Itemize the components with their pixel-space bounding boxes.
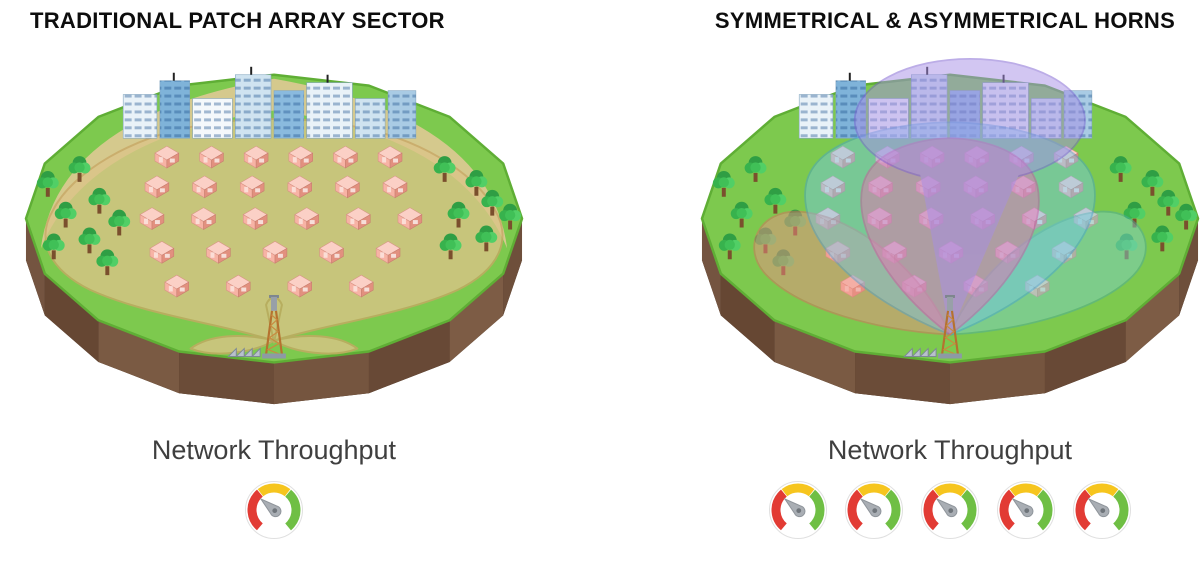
network-throughput-label: Network Throughput bbox=[827, 435, 1073, 466]
horn-beam-purple-city bbox=[853, 58, 1086, 335]
island-illustration-traditional bbox=[0, 41, 552, 418]
gauge-row-traditional bbox=[244, 480, 304, 540]
island-traditional-svg bbox=[24, 66, 524, 406]
throughput-gauge-icon bbox=[996, 480, 1056, 540]
throughput-gauge-icon bbox=[768, 480, 828, 540]
horn-beam-red-left bbox=[753, 210, 952, 336]
gauge-row-horns bbox=[768, 480, 1132, 540]
island-horns-svg bbox=[700, 58, 1200, 406]
panel-traditional: TRADITIONAL PATCH ARRAY SECTOR Network bbox=[0, 8, 552, 583]
beam-side-lobe-right bbox=[273, 335, 359, 355]
panel-title-horns: SYMMETRICAL & ASYMMETRICAL HORNS bbox=[714, 8, 1176, 33]
city-buildings bbox=[122, 66, 417, 139]
caption-horns: Network Throughput bbox=[768, 435, 1132, 540]
throughput-gauge-icon bbox=[244, 480, 304, 540]
throughput-gauge-icon bbox=[920, 480, 980, 540]
island-illustration-horns bbox=[672, 41, 1200, 418]
panel-horns: SYMMETRICAL & ASYMMETRICAL HORNS bbox=[600, 0, 1200, 583]
throughput-gauge-icon bbox=[844, 480, 904, 540]
caption-traditional: Network Throughput bbox=[151, 435, 397, 540]
panel-title-traditional: TRADITIONAL PATCH ARRAY SECTOR bbox=[30, 8, 445, 33]
network-throughput-label: Network Throughput bbox=[151, 435, 397, 466]
horn-beam-teal-right bbox=[948, 210, 1147, 336]
throughput-gauge-icon bbox=[1072, 480, 1132, 540]
patch-array-beam bbox=[44, 118, 504, 355]
